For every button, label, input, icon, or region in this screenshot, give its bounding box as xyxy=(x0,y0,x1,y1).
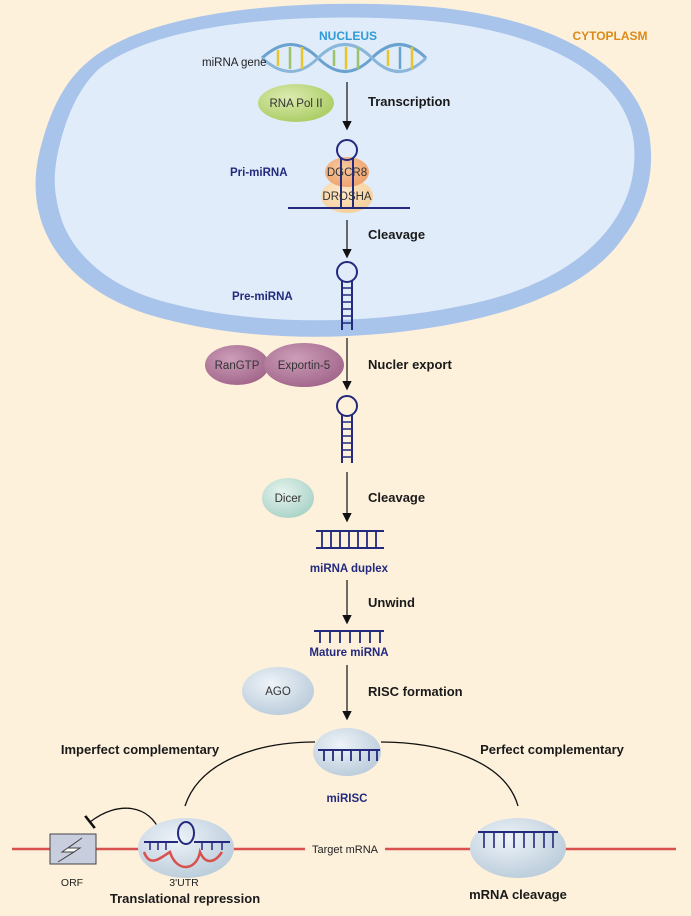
ago-label: AGO xyxy=(265,686,291,698)
rna-pol-ii-label: RNA Pol II xyxy=(269,98,322,110)
perfect-complementary-label: Perfect complementary xyxy=(480,742,625,757)
exportin-5-label: Exportin-5 xyxy=(278,360,330,372)
mirna-duplex-shape xyxy=(316,530,384,549)
mirna-gene-helix xyxy=(260,43,428,73)
dgcr8-enzyme xyxy=(325,157,369,187)
imperfect-complementary-label: Imperfect complementary xyxy=(61,742,220,757)
exportin-5-protein xyxy=(264,343,344,387)
dicer-label: Dicer xyxy=(275,493,302,505)
dgcr8-label: DGCR8 xyxy=(327,167,367,179)
translational-repression-label: Translational repression xyxy=(110,891,260,906)
mrna-cleavage-label: mRNA cleavage xyxy=(469,887,567,902)
mirisc-label: miRISC xyxy=(327,793,368,805)
rna-pol-ii-enzyme xyxy=(258,84,334,122)
mirna-gene-label: miRNA gene xyxy=(202,57,267,69)
risc-formation-step: RISC formation xyxy=(368,684,463,699)
cleavage-step-1: Cleavage xyxy=(368,227,425,242)
mature-mirna-shape xyxy=(314,630,384,643)
drosha-label: DROSHA xyxy=(322,191,372,203)
imperfect-binding-strands xyxy=(142,821,230,869)
unwind-step: Unwind xyxy=(368,595,415,610)
branch-arc-right xyxy=(380,741,519,807)
mirna-duplex-label: miRNA duplex xyxy=(310,563,389,575)
nucleus-label: NUCLEUS xyxy=(319,29,377,43)
mirisc-mirna xyxy=(318,749,380,761)
mirisc-complex xyxy=(313,728,381,776)
pre-mirna-hairpin xyxy=(336,261,358,330)
mature-mirna-label: Mature miRNA xyxy=(309,647,388,659)
rangtp-label: RanGTP xyxy=(215,360,260,372)
rangtp-protein xyxy=(205,345,269,385)
export-step: Nucler export xyxy=(368,357,452,372)
mirisc-imperfect-binding xyxy=(138,818,234,878)
orf-ribosome-block xyxy=(49,833,97,865)
dicer-enzyme xyxy=(262,478,314,518)
cytoplasmic-pre-mirna-hairpin xyxy=(336,395,358,463)
pri-mirna-hairpin xyxy=(288,139,410,209)
utr-label: 3'UTR xyxy=(169,877,199,889)
drosha-enzyme xyxy=(321,179,373,213)
cleavage-step-2: Cleavage xyxy=(368,490,425,505)
perfect-binding-strand xyxy=(478,831,558,848)
transcription-step: Transcription xyxy=(368,94,450,109)
cytoplasm-label: CYTOPLASM xyxy=(572,29,647,43)
pre-mirna-label: Pre-miRNA xyxy=(232,291,293,303)
orf-label: ORF xyxy=(61,877,83,889)
pri-mirna-label: Pri-miRNA xyxy=(230,167,288,179)
ago-protein xyxy=(242,667,314,715)
branch-arc-left xyxy=(184,741,316,807)
inhibition-arrow xyxy=(84,807,161,833)
target-mrna-label: Target mRNA xyxy=(312,844,379,856)
